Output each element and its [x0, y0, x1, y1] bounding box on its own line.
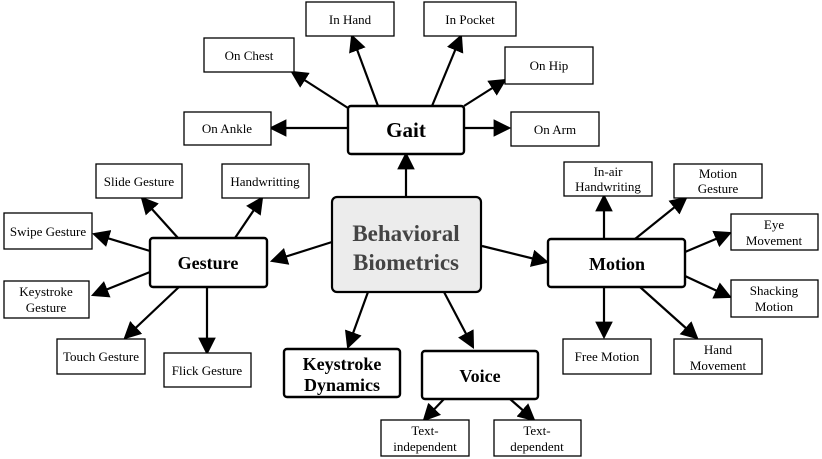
motion-child-free: Free Motion — [562, 338, 652, 375]
edge-center-voice — [443, 291, 475, 349]
edge-gesture-slide — [140, 196, 179, 239]
motion-child-label-line1: Hand — [704, 342, 733, 357]
edge-gesture-keystroke — [90, 270, 151, 298]
motion-child-motion-gesture: Motion Gesture — [673, 163, 763, 199]
gesture-title: Gesture — [178, 253, 239, 273]
edge-gait-in-hand — [349, 33, 380, 107]
keystroke-title-line2: Dynamics — [304, 375, 380, 395]
edge-gait-in-pocket — [430, 33, 464, 107]
gait-child-on-arm: On Arm — [510, 111, 600, 147]
motion-child-label-line2: Gesture — [698, 181, 739, 196]
gait-child-label: In Pocket — [445, 12, 495, 27]
gait-child-label: On Ankle — [202, 121, 252, 136]
edge-motion-hand — [639, 286, 699, 340]
gesture-child-label: Handwritting — [230, 174, 300, 189]
center-node: Behavioral Biometrics — [330, 195, 483, 294]
gesture-child-label: Swipe Gesture — [10, 224, 86, 239]
gait-child-on-hip: On Hip — [504, 46, 594, 85]
gesture-child-label: Slide Gesture — [104, 174, 175, 189]
motion-child-label: Free Motion — [575, 349, 640, 364]
voice-child-label-line1: Text- — [411, 423, 438, 438]
edge-gesture-swipe — [91, 230, 151, 253]
edge-motion-eye — [684, 230, 733, 254]
motion-child-label-line1: Shacking — [750, 283, 799, 298]
motion-child-label-line1: Motion — [699, 166, 738, 181]
motion-child-label-line2: Handwriting — [575, 179, 641, 194]
gesture-child-handwritting: Handwritting — [221, 163, 310, 199]
edge-gait-on-chest — [290, 70, 349, 109]
gesture-child-label: Touch Gesture — [63, 349, 139, 364]
keystroke-title-line1: Keystroke — [303, 354, 382, 374]
gesture-child-keystroke: Keystroke Gesture — [3, 280, 90, 319]
gait-child-label: On Hip — [530, 58, 569, 73]
gait-child-label: On Arm — [534, 122, 576, 137]
motion-child-label-line2: Motion — [755, 299, 794, 314]
gesture-child-label: Flick Gesture — [172, 363, 243, 378]
edge-gesture-touch — [123, 285, 181, 340]
gesture-child-flick: Flick Gesture — [163, 352, 252, 388]
motion-child-in-air: In-air Handwriting — [563, 161, 653, 197]
edge-center-keystroke — [344, 291, 370, 350]
edge-voice-independent — [422, 398, 445, 422]
gait-child-in-pocket: In Pocket — [423, 1, 517, 37]
voice-node: Voice — [420, 349, 540, 401]
voice-title: Voice — [459, 366, 500, 386]
edge-center-gesture — [269, 240, 333, 265]
motion-child-eye: Eye Movement — [730, 213, 819, 251]
gait-child-label: On Chest — [225, 48, 274, 63]
motion-title: Motion — [589, 254, 645, 274]
gait-child-on-chest: On Chest — [203, 37, 295, 73]
voice-child-label-line1: Text- — [523, 423, 550, 438]
gesture-child-label-line1: Keystroke — [19, 284, 73, 299]
motion-child-label-line2: Movement — [690, 358, 747, 373]
voice-child-independent: Text- independent — [380, 419, 470, 457]
edge-voice-dependent — [509, 398, 536, 422]
edge-gait-on-hip — [463, 78, 507, 107]
motion-child-label-line1: In-air — [594, 164, 624, 179]
gait-child-in-hand: In Hand — [305, 1, 395, 37]
gesture-child-label-line2: Gesture — [26, 300, 67, 315]
gait-title: Gait — [386, 118, 426, 142]
gesture-child-swipe: Swipe Gesture — [3, 212, 93, 250]
edges — [90, 33, 733, 422]
voice-child-label-line2: dependent — [510, 439, 564, 454]
motion-child-label-line2: Movement — [746, 233, 803, 248]
gait-child-label: In Hand — [329, 12, 372, 27]
edge-center-motion — [481, 244, 550, 267]
gesture-node: Gesture — [148, 236, 269, 289]
edge-gesture-handwritting — [234, 196, 264, 239]
motion-node: Motion — [546, 237, 687, 289]
voice-child-dependent: Text- dependent — [493, 419, 582, 457]
edge-motion-shacking — [684, 275, 732, 299]
motion-child-shacking: Shacking Motion — [730, 279, 819, 318]
gait-node: Gait — [346, 104, 466, 156]
voice-child-label-line2: independent — [393, 439, 457, 454]
center-label-line2: Biometrics — [353, 250, 459, 275]
keystroke-dynamics-node: Keystroke Dynamics — [282, 347, 402, 399]
gait-child-on-ankle: On Ankle — [183, 111, 272, 146]
edge-motion-motion-gesture — [634, 196, 688, 240]
motion-child-hand: Hand Movement — [673, 338, 763, 375]
gesture-child-touch: Touch Gesture — [56, 338, 146, 375]
gesture-child-slide: Slide Gesture — [95, 163, 183, 199]
motion-child-label-line1: Eye — [764, 217, 784, 232]
center-label-line1: Behavioral — [352, 221, 459, 246]
